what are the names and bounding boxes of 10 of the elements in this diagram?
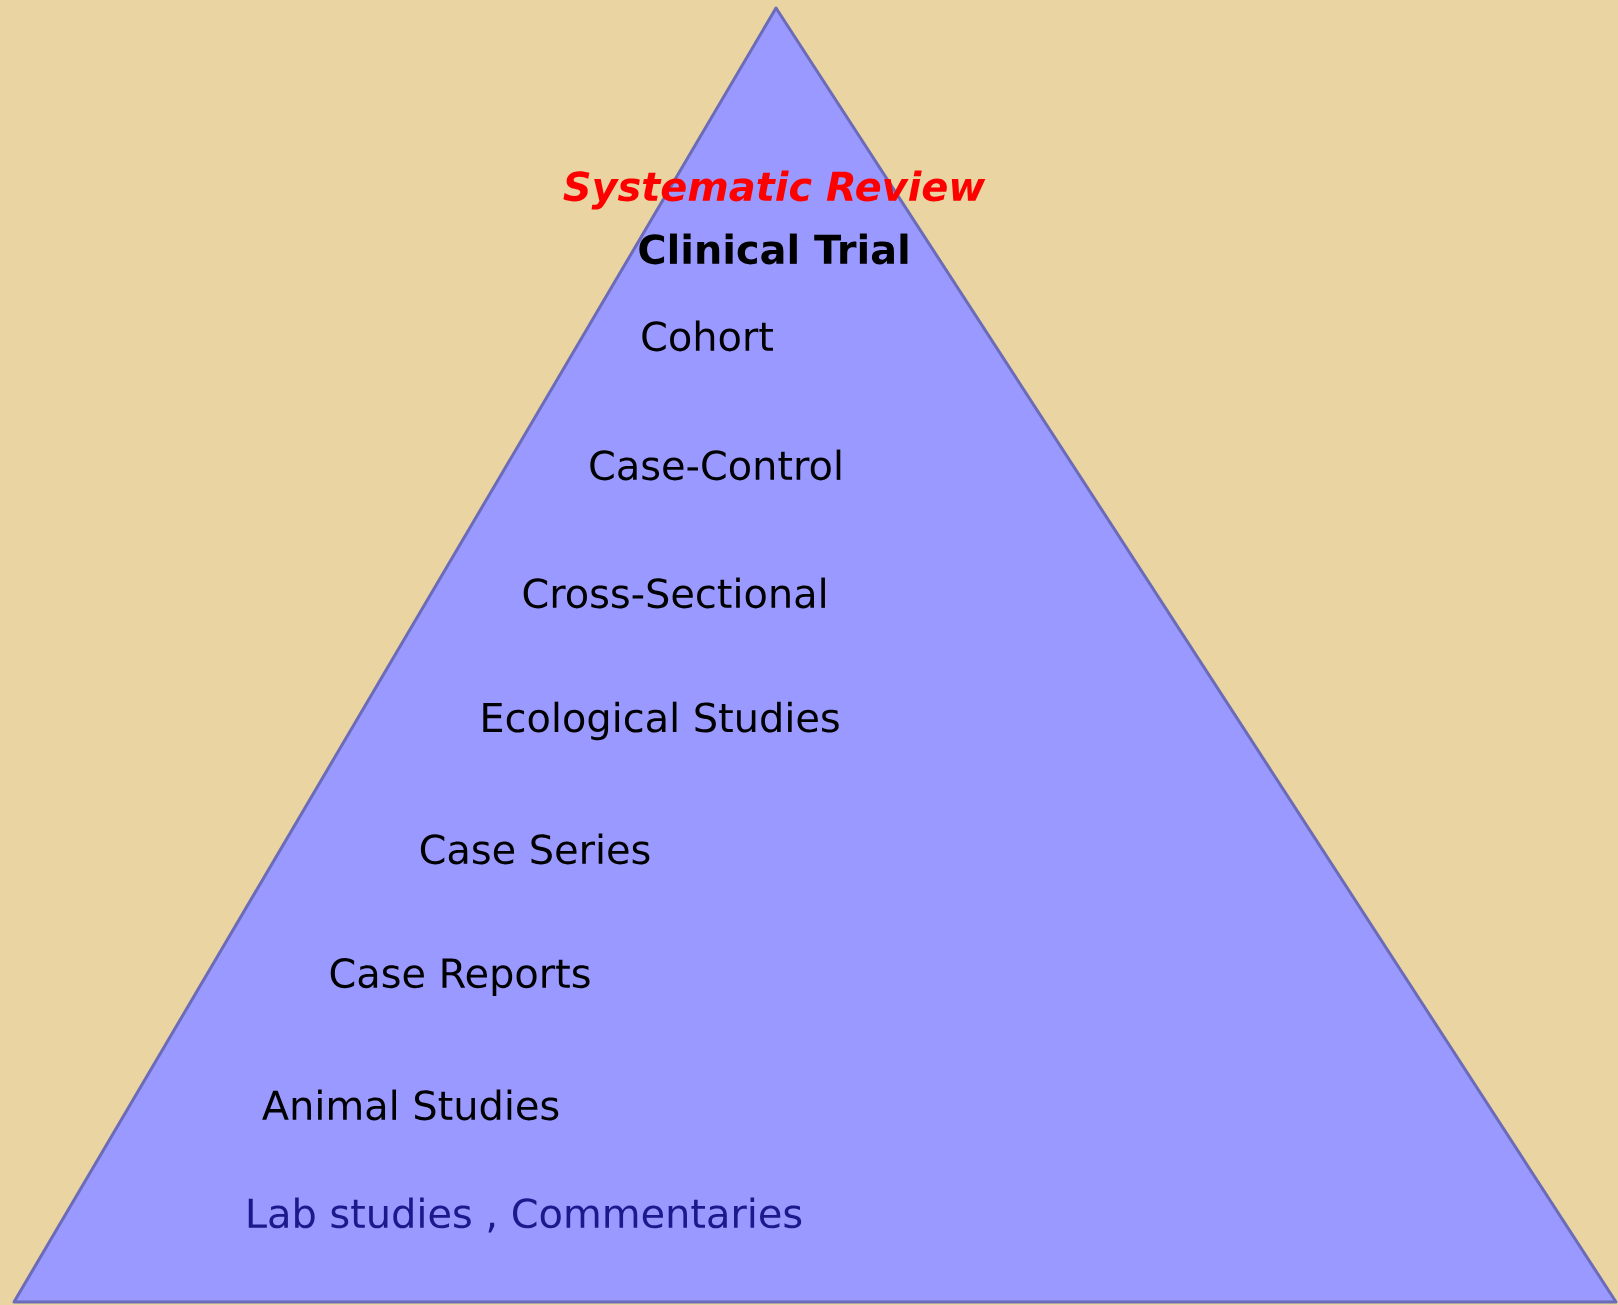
level-label: Animal Studies [262,1089,559,1121]
level-label: Cohort [642,320,773,352]
level-label: Ecological Studies [483,701,839,741]
level-label: Cross-Sectional [523,577,825,609]
level-label: Case Reports [330,958,590,996]
level-label: Lab studies , Commentaries [248,1197,802,1233]
level-label: Case Series [420,833,650,865]
level-label: Clinical Trial [639,233,908,265]
pyramid [12,6,1618,1304]
level-label: Case-Control [590,449,841,481]
